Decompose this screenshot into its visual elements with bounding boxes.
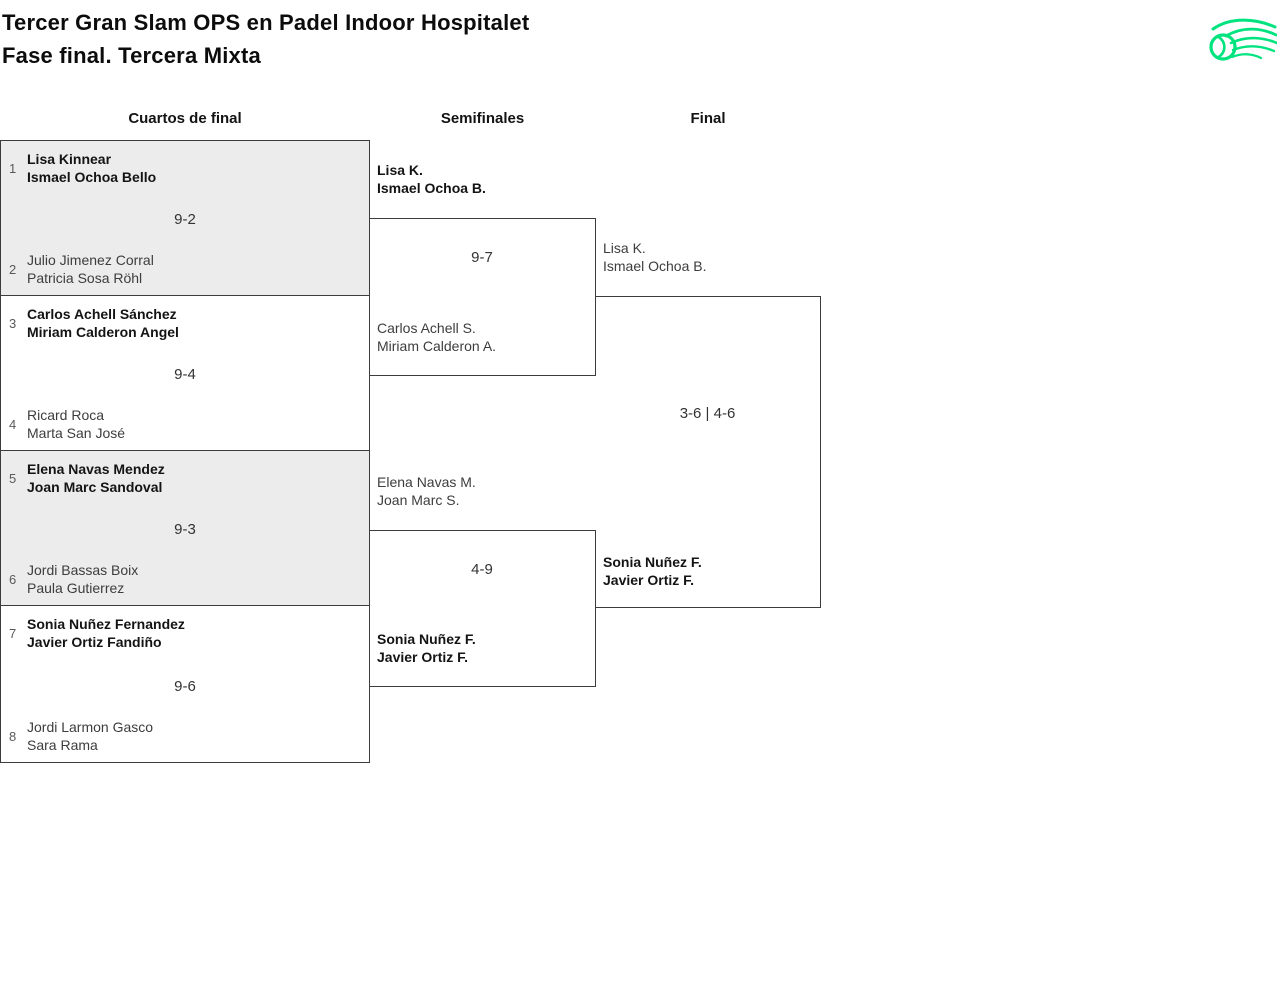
semifinal-match-2: 4-9 Sonia Nuñez F. Javier Ortiz F. [369, 530, 596, 687]
qf3-seed-bottom: 6 [9, 571, 17, 587]
player-name: Lisa Kinnear [27, 151, 112, 167]
qf1-seed-top: 1 [9, 160, 17, 176]
round-header-semifinals: Semifinales [440, 110, 525, 127]
qf2-score: 9-4 [174, 366, 196, 383]
qf4-team-bottom-names: Jordi Larmon Gasco Sara Rama [27, 718, 153, 754]
player-name: Sonia Nuñez F. [603, 554, 702, 570]
sf2-score: 4-9 [471, 561, 493, 578]
player-name: Marta San José [27, 425, 126, 441]
qf2-team-top-names: Carlos Achell Sánchez Miriam Calderon An… [27, 305, 179, 341]
final-team-top-names: Lisa K. Ismael Ochoa B. [603, 239, 707, 275]
qf2-team-top: 3 Carlos Achell Sánchez Miriam Calderon … [9, 305, 179, 341]
qf3-team-top: 5 Elena Navas Mendez Joan Marc Sandoval [9, 460, 165, 496]
sf1-score: 9-7 [471, 249, 493, 266]
player-name: Joan Marc Sandoval [27, 479, 163, 495]
player-name: Javier Ortiz F. [603, 572, 695, 588]
sf2-team-top-names: Elena Navas M. Joan Marc S. [377, 473, 476, 509]
qf4-score: 9-6 [174, 678, 196, 695]
qf1-team-top: 1 Lisa Kinnear Ismael Ochoa Bello [9, 150, 156, 186]
sf1-team-top-names: Lisa K. Ismael Ochoa B. [377, 161, 486, 197]
qf4-team-top: 7 Sonia Nuñez Fernandez Javier Ortiz Fan… [9, 615, 185, 651]
quarterfinal-match-2: 3 Carlos Achell Sánchez Miriam Calderon … [0, 295, 370, 451]
player-name: Carlos Achell S. [377, 320, 476, 336]
qf2-team-bottom-names: Ricard Roca Marta San José [27, 406, 125, 442]
player-name: Ismael Ochoa B. [377, 180, 486, 196]
qf3-team-bottom: 6 Jordi Bassas Boix Paula Gutierrez [9, 561, 138, 597]
qf1-team-bottom-names: Julio Jimenez Corral Patricia Sosa Röhl [27, 251, 154, 287]
player-name: Miriam Calderon A. [377, 338, 497, 354]
player-name: Joan Marc S. [377, 492, 460, 508]
qf1-team-top-names: Lisa Kinnear Ismael Ochoa Bello [27, 150, 156, 186]
qf3-score: 9-3 [174, 521, 196, 538]
player-name: Lisa K. [377, 162, 423, 178]
player-name: Ricard Roca [27, 407, 105, 423]
qf4-seed-top: 7 [9, 625, 17, 641]
page-title-line-2: Fase final. Tercera Mixta [2, 43, 261, 68]
quarterfinal-match-1: 1 Lisa Kinnear Ismael Ochoa Bello 9-2 2 … [0, 140, 370, 296]
qf4-team-bottom: 8 Jordi Larmon Gasco Sara Rama [9, 718, 153, 754]
page-title: Tercer Gran Slam OPS en Padel Indoor Hos… [2, 6, 529, 72]
player-name: Jordi Bassas Boix [27, 562, 139, 578]
qf1-team-bottom: 2 Julio Jimenez Corral Patricia Sosa Röh… [9, 251, 154, 287]
page-title-line-1: Tercer Gran Slam OPS en Padel Indoor Hos… [2, 10, 530, 35]
sf2-team-bottom-names: Sonia Nuñez F. Javier Ortiz F. [377, 630, 476, 666]
qf4-seed-bottom: 8 [9, 728, 17, 744]
player-name: Carlos Achell Sánchez [27, 306, 177, 322]
qf4-team-top-names: Sonia Nuñez Fernandez Javier Ortiz Fandi… [27, 615, 185, 651]
qf2-team-bottom: 4 Ricard Roca Marta San José [9, 406, 125, 442]
player-name: Ismael Ochoa B. [603, 258, 707, 274]
quarterfinal-match-4: 7 Sonia Nuñez Fernandez Javier Ortiz Fan… [0, 605, 370, 763]
quarterfinal-match-3: 5 Elena Navas Mendez Joan Marc Sandoval … [0, 450, 370, 606]
qf1-score: 9-2 [174, 211, 196, 228]
player-name: Elena Navas Mendez [27, 461, 165, 477]
player-name: Jordi Larmon Gasco [27, 719, 154, 735]
player-name: Ismael Ochoa Bello [27, 169, 157, 185]
qf3-team-top-names: Elena Navas Mendez Joan Marc Sandoval [27, 460, 165, 496]
qf2-seed-top: 3 [9, 315, 17, 331]
semifinal-match-1: 9-7 Carlos Achell S. Miriam Calderon A. [369, 218, 596, 376]
qf3-team-bottom-names: Jordi Bassas Boix Paula Gutierrez [27, 561, 138, 597]
player-name: Javier Ortiz F. [377, 649, 469, 665]
qf3-seed-top: 5 [9, 470, 17, 486]
player-name: Sonia Nuñez Fernandez [27, 616, 185, 632]
player-name: Patricia Sosa Röhl [27, 270, 143, 286]
player-name: Elena Navas M. [377, 474, 476, 490]
player-name: Paula Gutierrez [27, 580, 125, 596]
sf1-team-bottom-names: Carlos Achell S. Miriam Calderon A. [377, 319, 496, 355]
final-team-bottom-names: Sonia Nuñez F. Javier Ortiz F. [603, 553, 702, 589]
final-match: 3-6 | 4-6 Sonia Nuñez F. Javier Ortiz F. [595, 296, 821, 608]
player-name: Sara Rama [27, 737, 98, 753]
player-name: Javier Ortiz Fandiño [27, 634, 162, 650]
qf2-seed-bottom: 4 [9, 416, 17, 432]
padel-ball-swoosh-logo-icon [1209, 18, 1277, 61]
final-score: 3-6 | 4-6 [679, 405, 736, 422]
player-name: Sonia Nuñez F. [377, 631, 476, 647]
qf1-seed-bottom: 2 [9, 261, 17, 277]
player-name: Lisa K. [603, 240, 646, 256]
player-name: Julio Jimenez Corral [27, 252, 154, 268]
round-header-quarterfinals: Cuartos de final [128, 110, 242, 127]
player-name: Miriam Calderon Angel [27, 324, 179, 340]
round-header-final: Final [690, 110, 726, 127]
